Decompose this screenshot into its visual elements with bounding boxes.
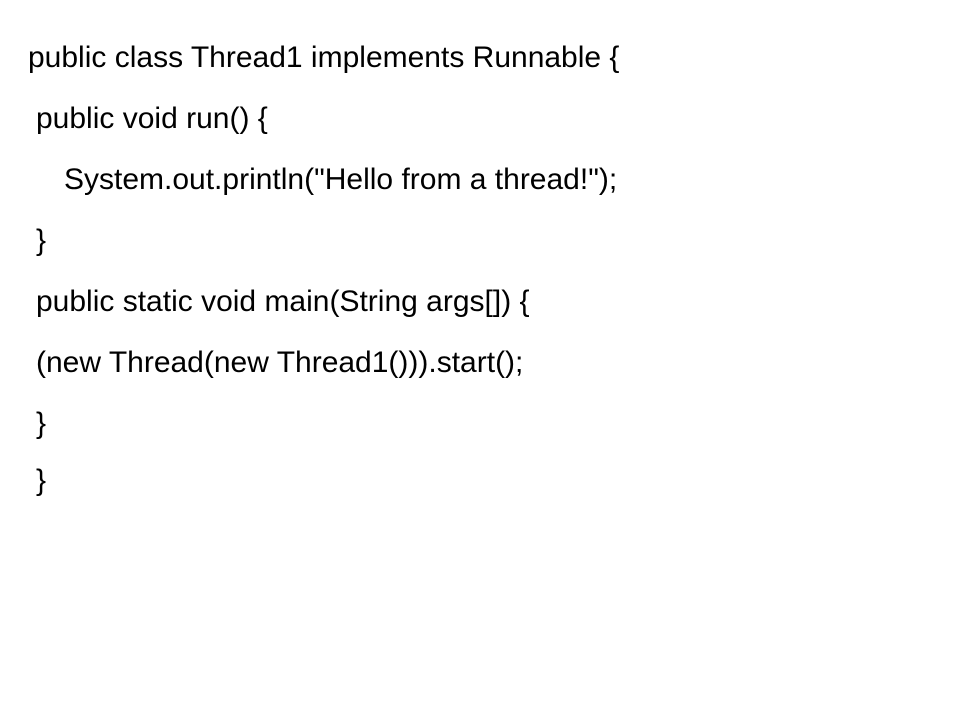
code-line-thread-start: (new Thread(new Thread1())).start(); xyxy=(36,346,524,379)
code-line-close-class: } xyxy=(36,464,47,497)
code-line-close-main: } xyxy=(36,407,47,440)
code-line-println: System.out.println("Hello from a thread!… xyxy=(64,163,618,196)
code-line-run-method: public void run() { xyxy=(36,102,268,135)
code-line-main-method: public static void main(String args[]) { xyxy=(36,285,530,318)
code-line-class-declaration: public class Thread1 implements Runnable… xyxy=(28,41,620,74)
code-line-close-run: } xyxy=(36,224,47,257)
